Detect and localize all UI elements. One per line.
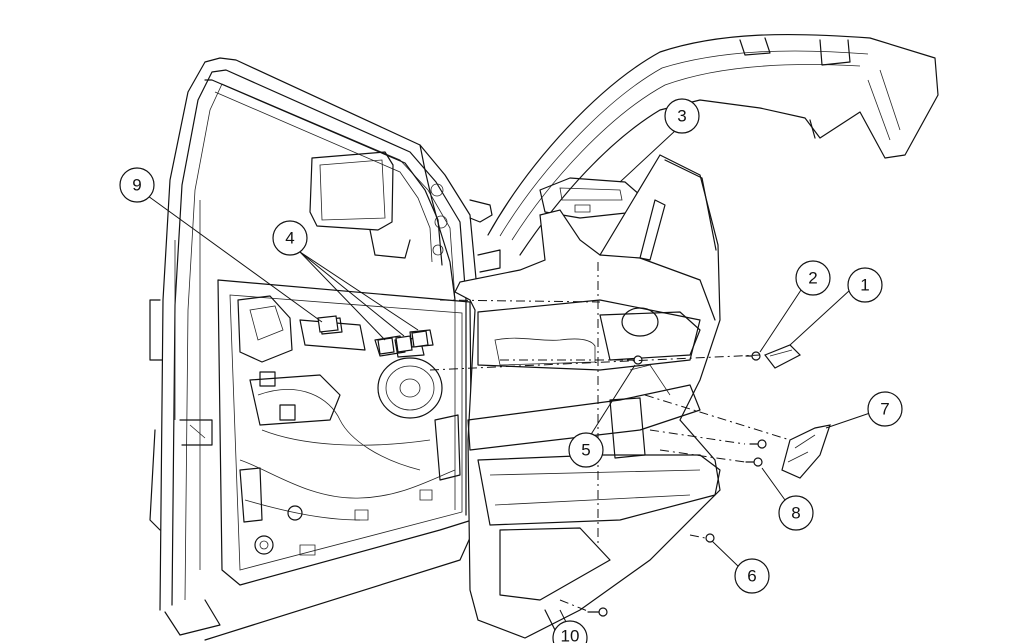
- callout-1: 1: [847, 267, 883, 303]
- part-7-pull-cup: [781, 424, 831, 479]
- callout-2-label: 2: [808, 269, 817, 288]
- door-frame-left: [149, 57, 479, 641]
- callout-6-label: 6: [747, 567, 756, 586]
- callout-10-label: 10: [561, 627, 580, 643]
- part-4-connectors: [377, 330, 429, 355]
- callout-7-label: 7: [880, 400, 889, 419]
- callout-5: 5: [568, 432, 604, 468]
- part-10-screw: [587, 607, 608, 617]
- callout-8-label: 8: [791, 504, 800, 523]
- b-pillar: [419, 144, 501, 301]
- callout-3-label: 3: [677, 107, 686, 126]
- alignment-lines: [429, 262, 791, 613]
- callout-8: 8: [778, 495, 814, 531]
- door-inner-panel: [217, 279, 473, 586]
- callout-9: 9: [119, 167, 155, 203]
- callout-3: 3: [664, 98, 700, 134]
- side-mirror: [309, 151, 411, 259]
- callout-4: 4: [272, 220, 308, 256]
- door-trim-panel: [454, 154, 721, 639]
- part-2-screw: [745, 351, 761, 361]
- callout-6: 6: [734, 558, 770, 594]
- part-1-trim-cover: [764, 344, 802, 369]
- callout-1-label: 1: [860, 276, 869, 295]
- part-8-screws: [745, 439, 767, 467]
- callout-5-label: 5: [581, 441, 590, 460]
- callout-10: 10: [552, 620, 588, 643]
- callout-2: 2: [795, 260, 831, 296]
- part-6-screw: [705, 533, 715, 543]
- callout-4-label: 4: [285, 229, 294, 248]
- roof-frame: [487, 33, 939, 256]
- leader-lines: [147, 129, 871, 623]
- callout-9-label: 9: [132, 176, 141, 195]
- part-9-connector: [317, 315, 339, 333]
- callout-7: 7: [867, 391, 903, 427]
